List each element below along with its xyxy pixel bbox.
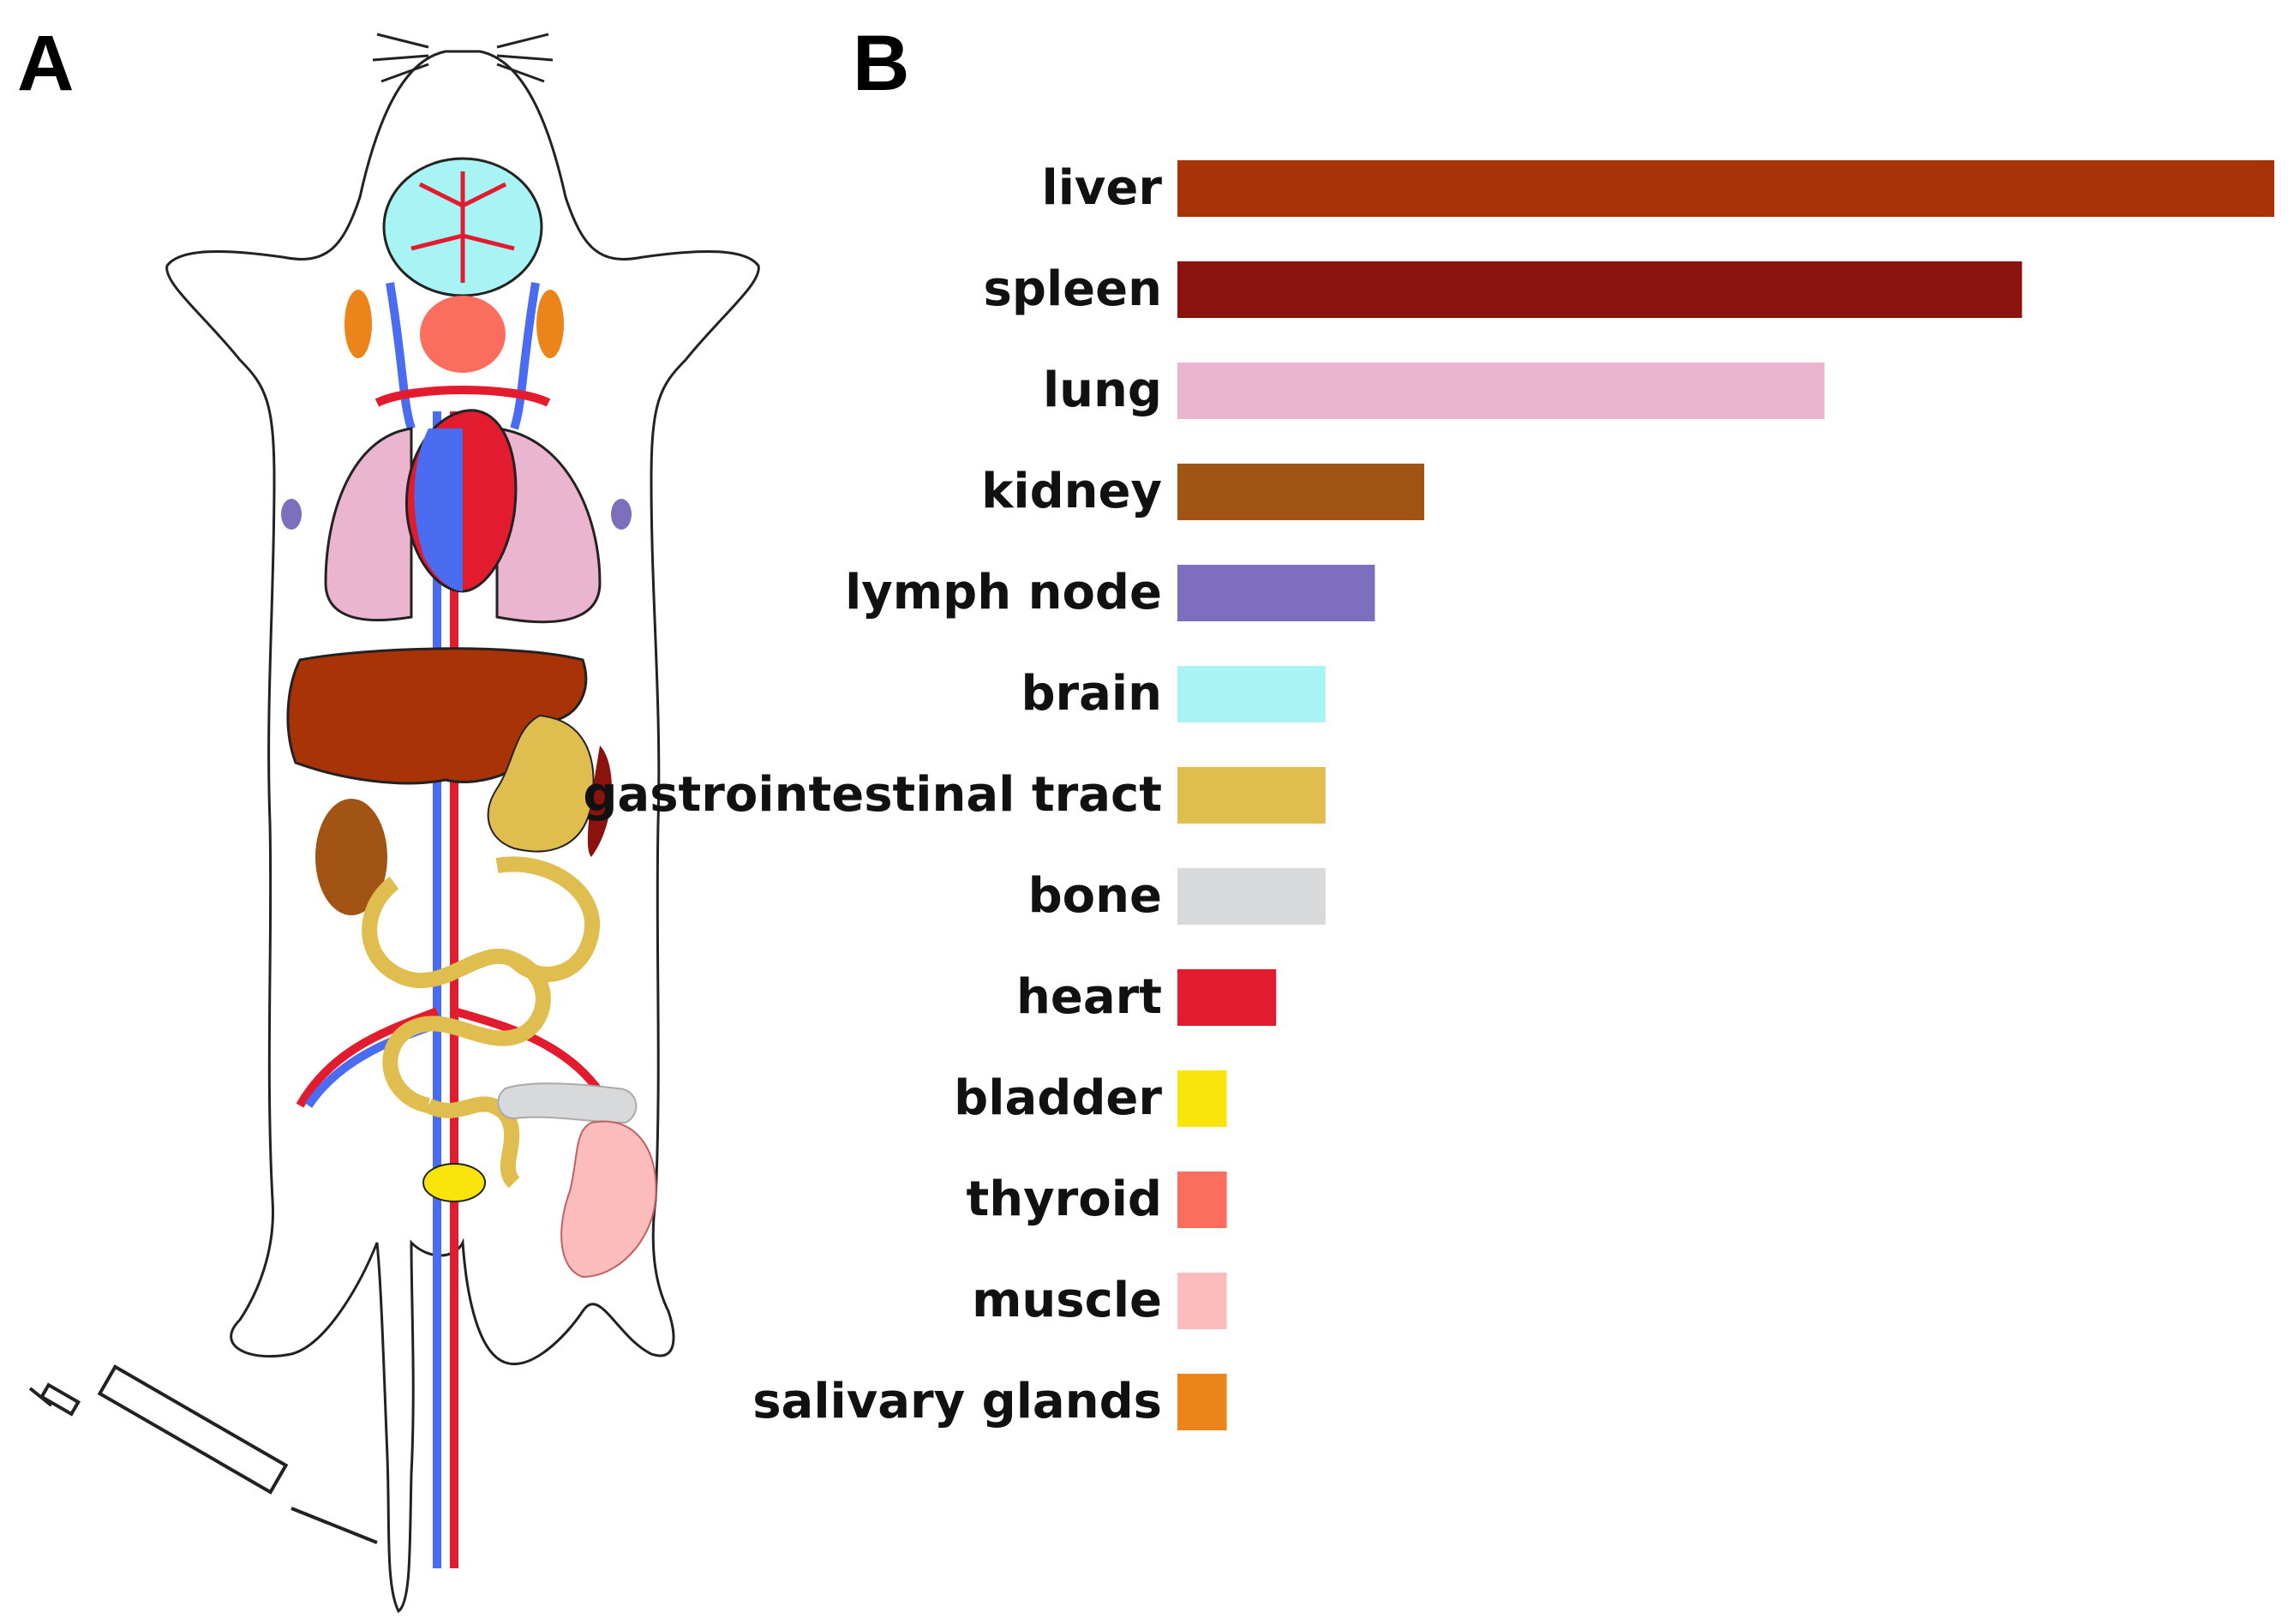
category-label-liver: liver	[1042, 160, 1163, 216]
bar-brain	[1177, 666, 1326, 722]
kidney-organ	[315, 799, 387, 915]
heart-right-side	[414, 428, 463, 591]
category-label-gastrointestinal-tract: gastrointestinal tract	[583, 767, 1162, 823]
bar-salivary-glands	[1177, 1374, 1227, 1430]
bone-structure	[497, 1082, 638, 1124]
category-label-kidney: kidney	[981, 464, 1162, 519]
salivary-gland-left	[344, 290, 372, 358]
bar-kidney	[1177, 464, 1424, 520]
lung-right	[495, 427, 602, 624]
category-label-thyroid: thyroid	[966, 1172, 1162, 1227]
stomach-organ	[487, 714, 595, 853]
bladder-organ	[422, 1163, 486, 1202]
salivary-gland-right	[536, 290, 564, 358]
bar-lung	[1177, 363, 1825, 419]
bar-thyroid	[1177, 1172, 1227, 1228]
category-label-lymph-node: lymph node	[845, 565, 1162, 620]
category-label-heart: heart	[1016, 969, 1162, 1025]
mouse-anatomy-illustration	[28, 33, 760, 1614]
thyroid-organ	[420, 296, 506, 373]
bar-heart	[1177, 969, 1277, 1026]
bar-lymph-node	[1177, 565, 1375, 621]
category-label-bladder: bladder	[954, 1070, 1162, 1126]
bar-spleen	[1177, 261, 2022, 318]
bar-gastrointestinal-tract	[1177, 767, 1326, 824]
category-label-brain: brain	[1021, 666, 1162, 722]
bar-liver	[1177, 160, 2274, 217]
lymph-node-left	[281, 499, 302, 530]
bar-bone	[1177, 868, 1326, 925]
spleen-organ	[587, 746, 612, 857]
category-label-lung: lung	[1043, 363, 1162, 418]
lymph-node-right	[611, 499, 632, 530]
brain-vessels	[410, 171, 515, 283]
whiskers	[372, 33, 554, 83]
category-label-spleen: spleen	[984, 261, 1162, 317]
category-label-bone: bone	[1028, 868, 1162, 924]
bar-bladder	[1177, 1070, 1227, 1127]
muscle-tissue	[560, 1120, 657, 1279]
panel-b-label: B	[853, 20, 910, 107]
category-label-salivary-glands: salivary glands	[752, 1374, 1162, 1429]
panel-a-label: A	[17, 20, 75, 107]
category-label-muscle: muscle	[972, 1273, 1162, 1328]
category-labels-group: liver spleen lung kidney lymph node brain gast…	[583, 160, 1162, 1429]
bars-group	[1177, 160, 2274, 1430]
syringe-icon	[28, 1364, 378, 1544]
lung-left	[324, 427, 413, 622]
bar-muscle	[1177, 1273, 1227, 1329]
